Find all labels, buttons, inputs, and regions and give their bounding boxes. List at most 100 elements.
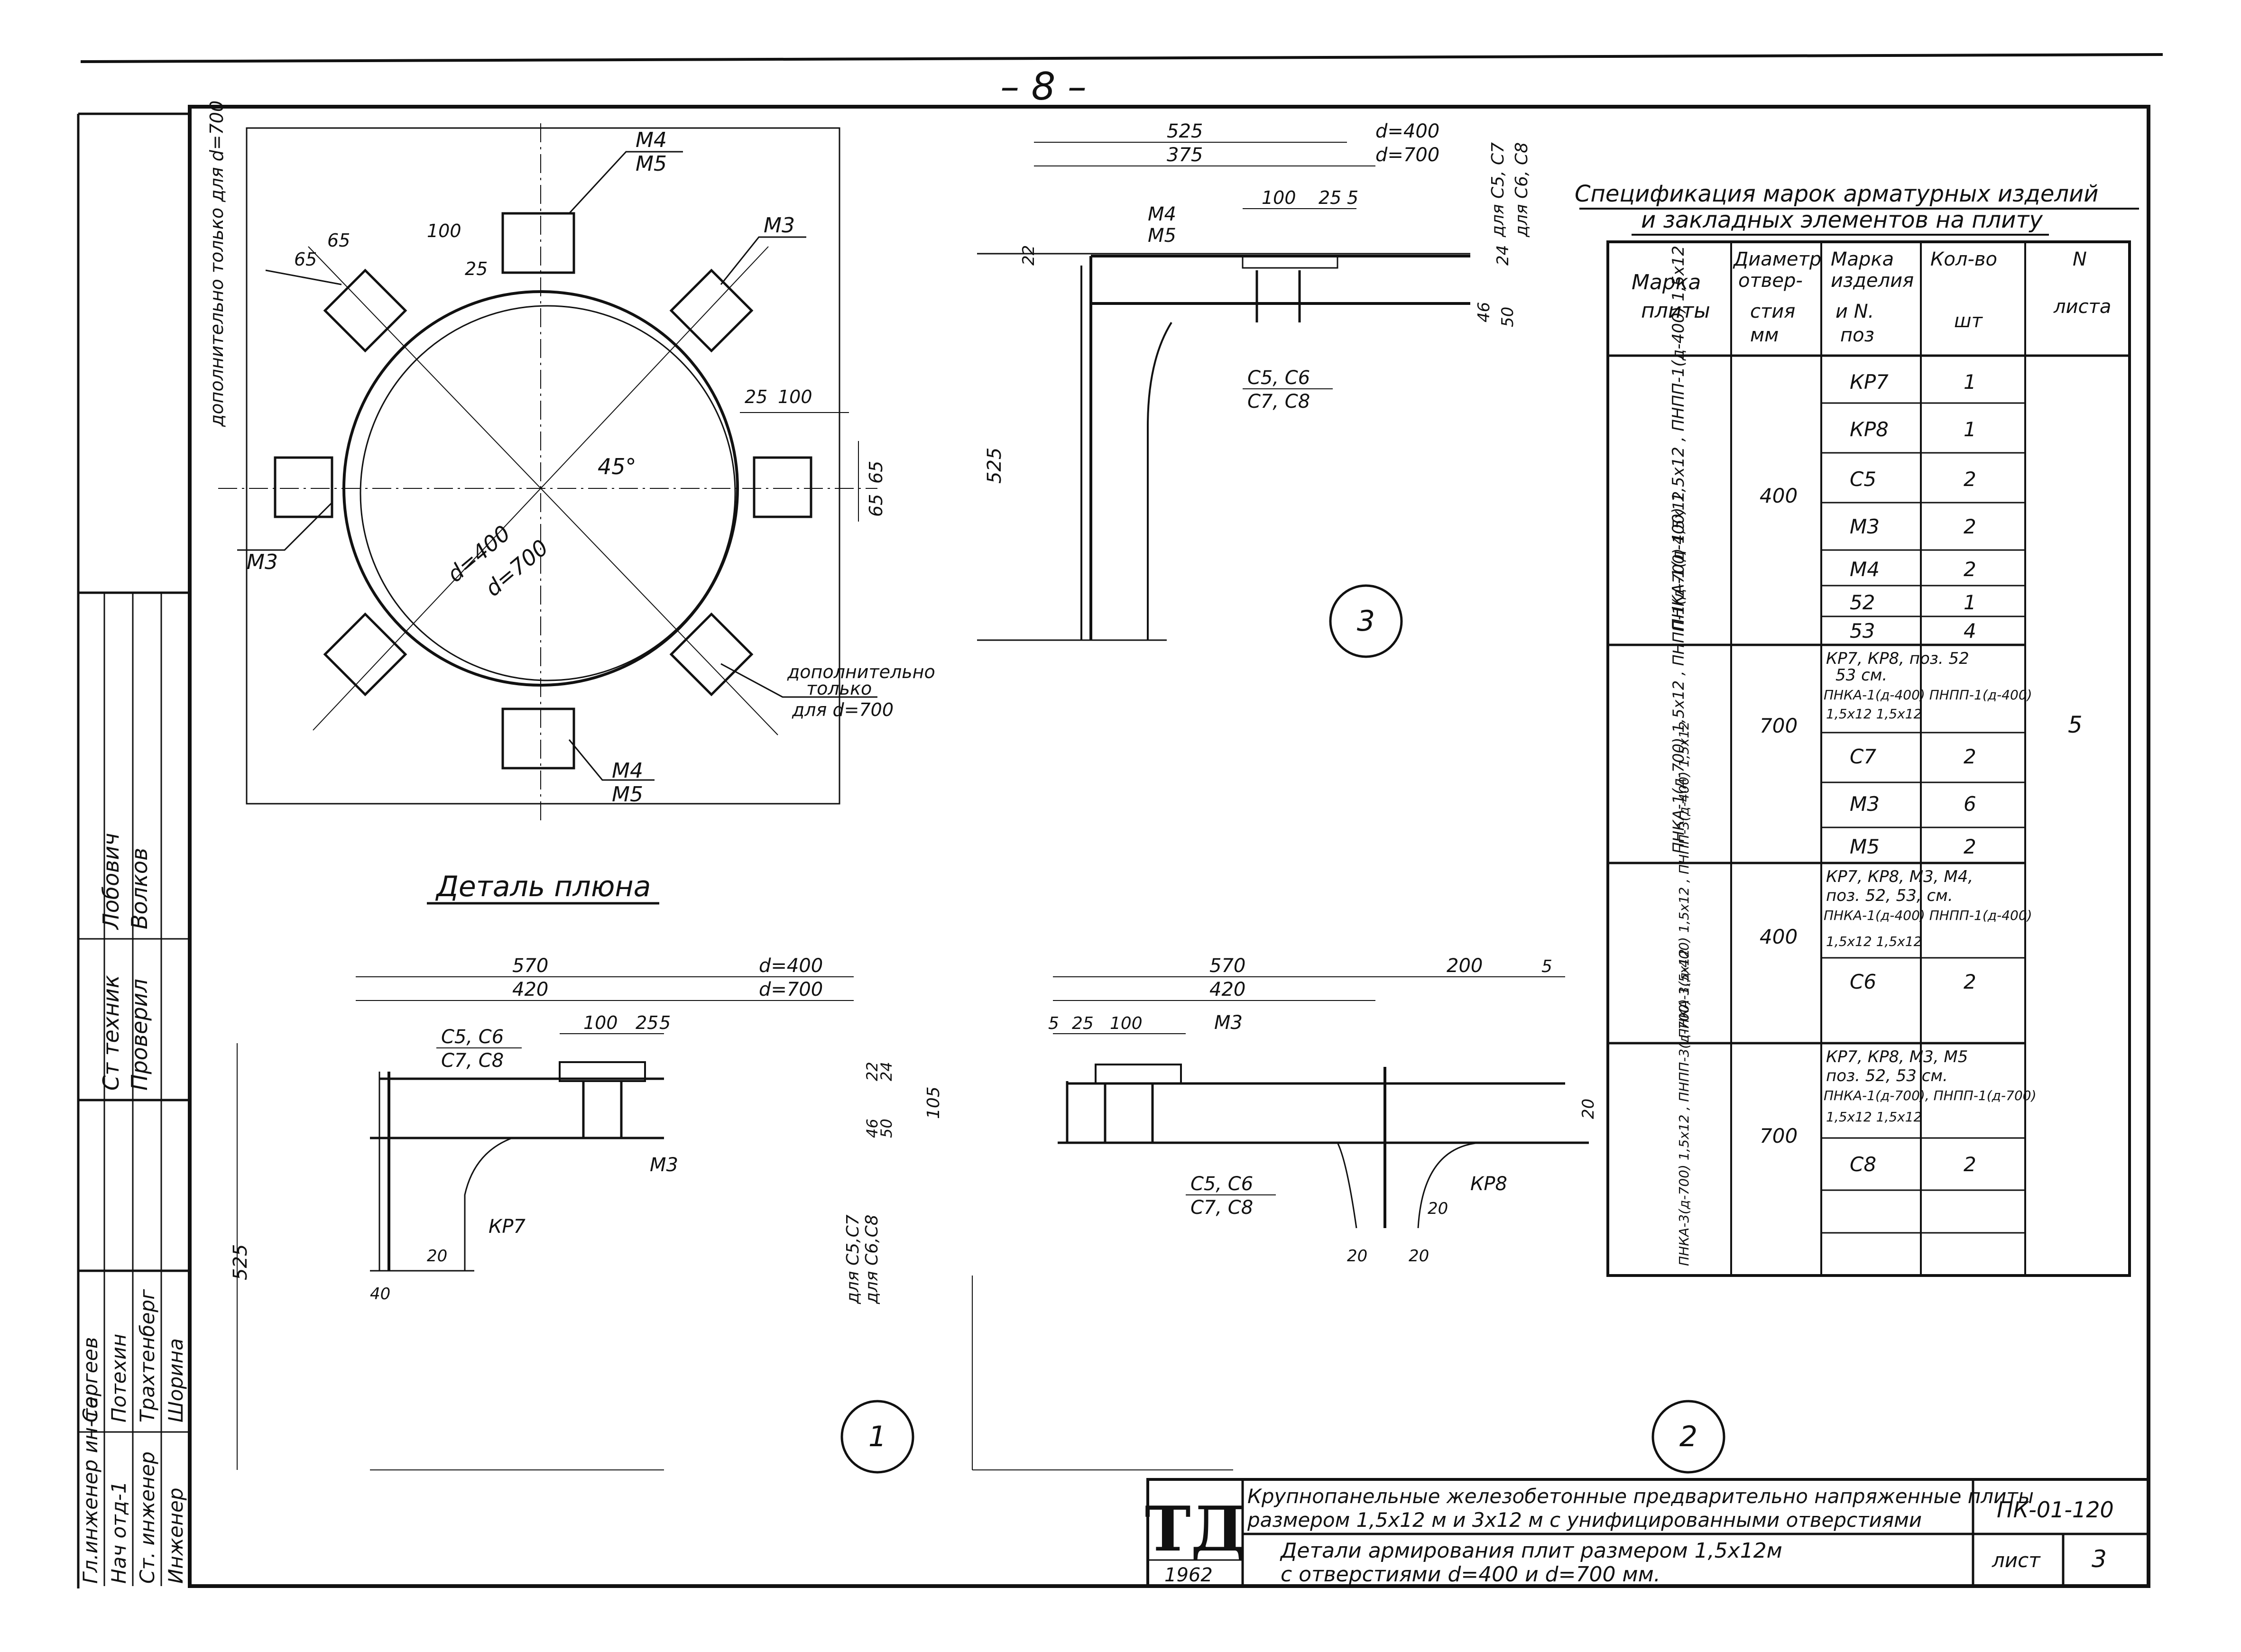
s1-note2: для С6,С8 (862, 1214, 882, 1304)
spec-g2-note3: ПНКА-1(д-400) ПНПП-1(д-400) (1824, 687, 2032, 703)
section-2: 2 570 420 200 5 5 25 100 М3 105 20 С5, С… (924, 955, 1725, 1474)
spec-g1-r2b: 1 (1964, 418, 1976, 441)
spec-g1-r5b: 2 (1964, 558, 1976, 581)
s1-kp7: КР7 (489, 1216, 526, 1238)
spec-g4-note3: ПНКА-1(д-700), ПНПП-1(д-700) (1824, 1088, 2037, 1103)
spec-g3-r1b: 2 (1964, 970, 1976, 993)
spec-g2-r2b: 6 (1964, 792, 1976, 816)
sig-lobovich: Лобович (98, 833, 124, 930)
plan-dim25: 25 (465, 258, 488, 279)
s3-v1: 22 (1019, 245, 1038, 266)
s3-d5: 100 (1262, 187, 1296, 208)
plan-detail-title: Деталь плюна (435, 870, 651, 903)
plan-dim100: 100 (427, 220, 461, 241)
s3-v3: 46 (1475, 302, 1494, 322)
spec-g4-note1: КР7, КР8, М3, М5 (1826, 1047, 1968, 1066)
plan-angle: 45° (598, 454, 636, 479)
spec-g2-note4: 1,5х12 1,5х12 (1826, 706, 1922, 722)
s1-m3: М3 (650, 1154, 678, 1176)
s2-kp8: КР8 (1470, 1173, 1507, 1195)
s1-d20: 20 (427, 1247, 447, 1266)
s2-d20c: 20 (1409, 1247, 1429, 1266)
stamp-title-2: размером 1,5х12 м и 3х12 м с унифицирова… (1247, 1508, 1922, 1532)
spec-g2-note1: КР7, КР8, поз. 52 (1826, 649, 1969, 668)
spec-g1-r3b: 2 (1964, 468, 1976, 491)
spec-h-c4a: Кол-во (1930, 248, 1997, 270)
sig-ct-technik: Ст техник (98, 975, 124, 1091)
plan-label-m4: М4 (636, 128, 667, 152)
spec-h-c1b: плиты (1641, 299, 1710, 323)
spec-h-c2d: мм (1750, 324, 1779, 346)
plan-dim25r: 25 (745, 386, 767, 407)
s1-v24: 24 (877, 1062, 895, 1081)
spec-g1-r2a: КР8 (1850, 418, 1889, 441)
spec-g4-r1b: 2 (1964, 1153, 1976, 1176)
signature-block: Ст техник Проверил Лобович Волков Гл.инж… (79, 833, 187, 1584)
spec-g1-r1b: 1 (1964, 370, 1976, 394)
spec-g4-diameter: 700 (1760, 1124, 1798, 1147)
s2-d20a: 20 (1428, 1199, 1448, 1218)
stamp-subtitle-1: Детали армирования плит размером 1,5х12м (1280, 1539, 1782, 1563)
spec-g4-plate: ПНКА-3(д-700) 1,5х12 , ПНПП-3(д-700) 1,5… (1676, 949, 1692, 1266)
spec-g1-r7a: 53 (1850, 619, 1875, 642)
s3-d4: d=700 (1375, 144, 1439, 166)
s1-d570: 570 (512, 955, 548, 977)
plan-label-m5b: М5 (612, 782, 643, 807)
s1-v50: 50 (877, 1119, 895, 1138)
stamp-title-1: Крупнопанельные железобетонные предварит… (1247, 1485, 2034, 1508)
s1-d100: 100 (583, 1012, 618, 1033)
sig-proveril: Проверил (127, 979, 152, 1091)
sig-gl-ing: Гл.инженер ин-та (79, 1396, 102, 1584)
spec-g2-r3a: М5 (1850, 835, 1880, 858)
title-stamp: ТД 1962 Крупнопанельные железобетонные п… (1145, 1478, 2150, 1588)
s2-d5: 5 (1541, 957, 1552, 976)
spec-h-c3a: Марка (1831, 248, 1894, 270)
spec-title-2: и закладных элементов на плиту (1641, 207, 2043, 233)
stamp-sheet-num: 3 (2092, 1545, 2107, 1573)
spec-g3-plate: ПНКА-3(д-400) 1,5х12 , ПНПП-3(д-400) 1,5… (1676, 721, 1692, 1038)
s1-d400: d=400 (759, 955, 823, 977)
spec-h-c4b: шт (1954, 310, 1983, 332)
spec-g2-r1a: С7 (1850, 745, 1876, 768)
s2-h105: 105 (924, 1086, 943, 1119)
spec-g2-r3b: 2 (1964, 835, 1976, 858)
s2-c7c8: С7, С8 (1190, 1197, 1253, 1219)
spec-g1-r7b: 4 (1964, 619, 1976, 642)
s1-c5c6: С5, С6 (441, 1026, 504, 1048)
s1-note1: для С5,С7 (843, 1214, 863, 1304)
plan-note-b2: только (806, 678, 872, 699)
spec-title-1: Спецификация марок арматурных изделий (1575, 181, 2098, 207)
s3-d2: 375 (1167, 144, 1203, 166)
plan-dim100r: 100 (778, 386, 812, 407)
spec-g2-r1b: 2 (1964, 745, 1976, 768)
spec-g1-r6a: 52 (1850, 591, 1875, 614)
spec-g2-plate: ПНКА-1(д-700) 1,5х12 , ПНПП-1(д-700) 1,5… (1669, 491, 1688, 854)
sig-trakht: Трахтенберг (136, 1289, 159, 1423)
spec-h-c2a: Диаметр (1733, 248, 1821, 270)
spec-g2-diameter: 700 (1760, 714, 1798, 737)
s1-d420: 420 (512, 979, 548, 1000)
spec-h-c5b: листа (2053, 296, 2111, 318)
spec-g3-diameter: 400 (1760, 925, 1798, 948)
sig-ing: Инженер (164, 1487, 187, 1584)
plan-note-b1: дополнительно (787, 661, 935, 682)
s3-d7: 5 (1347, 187, 1358, 208)
s2-c5c6: С5, С6 (1190, 1173, 1253, 1195)
stamp-logo: ТД (1145, 1493, 1245, 1565)
spec-g3-note1: КР7, КР8, М3, М4, (1826, 867, 1973, 886)
s2-mark: 2 (1679, 1420, 1697, 1453)
s1-d25: 25 (636, 1012, 658, 1033)
spec-g1-r5a: М4 (1850, 558, 1880, 581)
s2-d5l: 5 (1048, 1014, 1059, 1033)
plan-label-m5: М5 (636, 152, 667, 176)
plan-label-m4b: М4 (612, 759, 643, 783)
plan-dim65r1: 65 (866, 461, 886, 484)
s2-v20: 20 (1579, 1099, 1598, 1119)
plan-dim65b: 65 (327, 230, 350, 251)
sig-st-ing: Ст. инженер (136, 1451, 159, 1584)
spec-h-c3d: поз (1840, 324, 1874, 346)
s3-note1: для С5, С7 (1488, 142, 1508, 238)
spec-h-c3b: изделия (1831, 270, 1914, 292)
stamp-sheet-label: лист (1992, 1549, 2041, 1572)
